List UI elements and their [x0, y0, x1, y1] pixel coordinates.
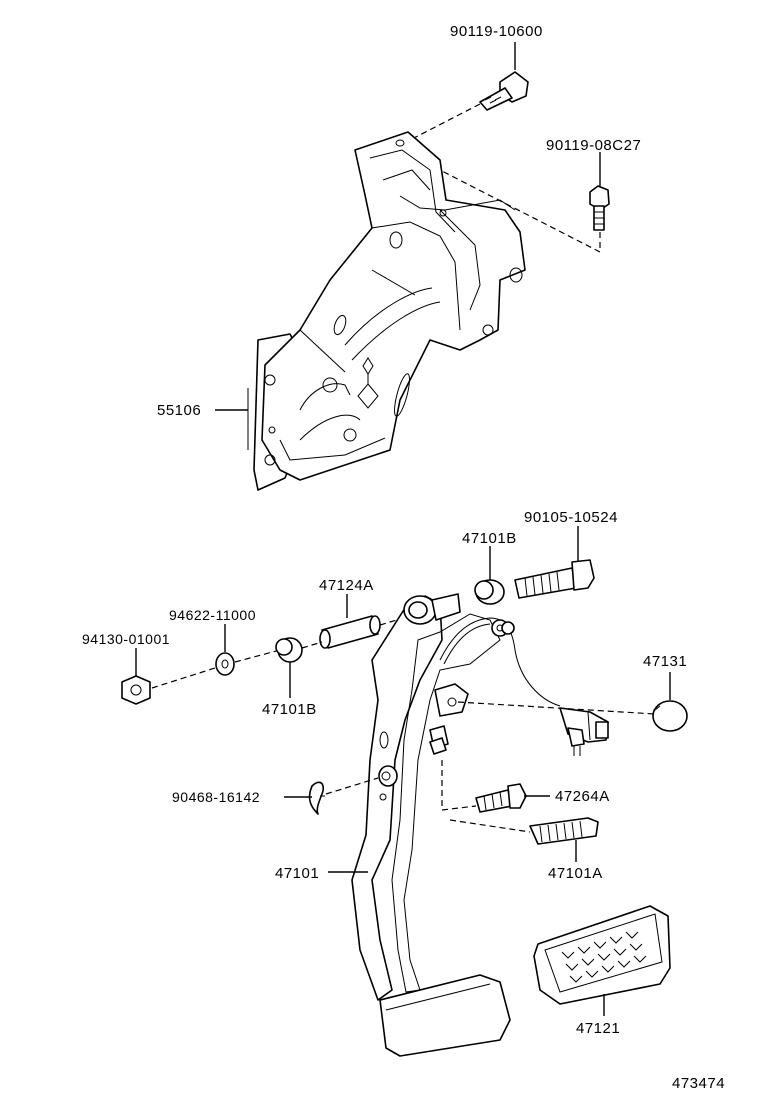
pedal-arm-part: [351, 593, 501, 1001]
label-bracket: 55106: [157, 402, 201, 419]
label-stopper-bolt: 47264A: [555, 788, 610, 805]
figure-number: 473474: [672, 1075, 725, 1092]
return-spring-part: [529, 817, 599, 845]
label-spring: 47101A: [548, 865, 603, 882]
bolt-top-part: [479, 71, 529, 111]
bushing-right-part: [474, 579, 505, 605]
label-bolt-right: 90119-08C27: [546, 137, 641, 154]
stop-light-cushion-part: [652, 700, 688, 732]
clip-part: [308, 781, 325, 815]
label-nut: 94130-01001: [82, 631, 170, 647]
label-washer: 94622-11000: [169, 607, 256, 623]
washer-part: [215, 652, 235, 676]
label-bolt-pivot: 90105-10524: [524, 509, 618, 526]
label-bushing-left: 47101B: [262, 701, 317, 718]
pivot-bolt-part: [514, 559, 595, 599]
pedal-bracket-part: [247, 131, 526, 491]
pedal-foot-plate-part: [379, 974, 511, 1057]
label-collar: 47124A: [319, 577, 374, 594]
bolt-right-part: [589, 185, 610, 231]
label-bolt-top: 90119-10600: [450, 23, 543, 40]
nut-part: [121, 675, 151, 705]
bushing-left-part: [275, 637, 303, 663]
collar-part: [319, 615, 381, 649]
stop-light-switch-wire: [439, 617, 609, 756]
pedal-pad-part: [533, 905, 671, 1005]
stopper-bolt-part: [429, 737, 527, 813]
label-clip: 90468-16142: [172, 789, 260, 805]
label-bushing-right: 47101B: [462, 530, 517, 547]
label-cushion: 47131: [643, 653, 687, 670]
label-pedal-pad: 47121: [576, 1020, 620, 1037]
label-pedal: 47101: [275, 865, 319, 882]
